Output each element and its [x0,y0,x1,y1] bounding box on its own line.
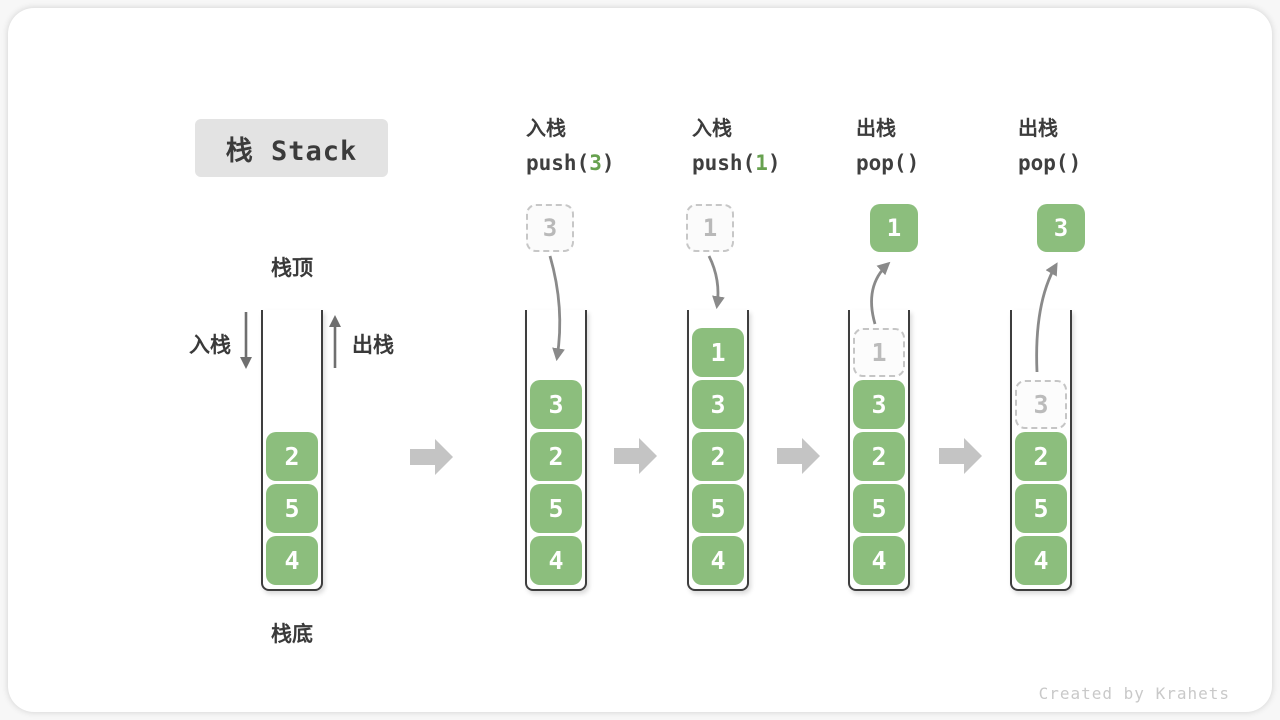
op-name-label: 出栈 [1018,118,1058,140]
arrows-overlay [240,255,1058,475]
op-header-push-1: 入栈 push(1) [692,116,852,176]
stack-cell: 5 [853,484,905,533]
push-side-label: 入栈 [189,334,231,357]
code-arg: 3 [589,151,602,175]
op-header-pop-3: 出栈 pop() [1018,116,1178,176]
float-value-incoming-1: 1 [686,204,734,252]
stack-top-label: 栈顶 [271,257,313,280]
op-code-label: pop() [1018,150,1178,176]
code-pre: pop() [856,151,920,175]
op-name-label: 入栈 [692,118,732,140]
stack-cell: 2 [530,432,582,481]
float-value-popped-1: 1 [870,204,918,252]
op-header-pop-1: 出栈 pop() [856,116,1016,176]
stack-cell: 4 [530,536,582,585]
op-header-push-3: 入栈 push(3) [526,116,686,176]
op-name-label: 入栈 [526,118,566,140]
stack-cell: 3 [692,380,744,429]
step-chevron-arrow-icon [410,439,453,475]
stack-cell: 4 [1015,536,1067,585]
code-arg: 1 [755,151,768,175]
stack-cell: 2 [692,432,744,481]
code-post: ) [767,151,781,175]
stack-cell: 5 [1015,484,1067,533]
stack-container-initial: 2 5 4 [261,310,323,591]
stack-bottom-label: 栈底 [271,623,313,646]
float-value-incoming-3: 3 [526,204,574,252]
code-pre: push( [526,151,590,175]
stack-cell: 4 [692,536,744,585]
watermark-credit: Created by Krahets [1038,684,1230,703]
canvas-card: 栈 Stack 入栈 push(3) 入栈 push(1) 出栈 pop() 出… [8,8,1272,712]
stack-cell: 5 [692,484,744,533]
op-name-label: 出栈 [856,118,896,140]
diagram-title: 栈 Stack [195,119,388,177]
stack-cell: 5 [530,484,582,533]
code-pre: pop() [1018,151,1082,175]
step-chevron-arrow-icon [777,438,820,474]
step-chevron-arrow-icon [614,438,657,474]
stack-container-after-push-1: 1 3 2 5 4 [687,310,749,591]
code-post: ) [601,151,615,175]
float-value-popped-3: 3 [1037,204,1085,252]
stack-container-after-pop-1: 1 3 2 5 4 [848,310,910,591]
stack-cell: 3 [530,380,582,429]
stack-cell: 2 [1015,432,1067,481]
stack-cell: 2 [266,432,318,481]
op-code-label: push(3) [526,150,686,176]
step-chevron-arrow-icon [939,438,982,474]
stack-container-after-push-3: 3 2 5 4 [525,310,587,591]
stack-cell: 5 [266,484,318,533]
stack-cell: 4 [266,536,318,585]
stack-cell: 2 [853,432,905,481]
stack-cell: 1 [692,328,744,377]
op-code-label: push(1) [692,150,852,176]
stack-cell: 4 [853,536,905,585]
stack-container-after-pop-3: 3 2 5 4 [1010,310,1072,591]
code-pre: push( [692,151,756,175]
stack-cell-ghost: 1 [853,328,905,377]
pop-side-label: 出栈 [352,334,394,357]
push-flow-arrow-1-icon [707,255,725,310]
op-code-label: pop() [856,150,1016,176]
stack-cell-ghost: 3 [1015,380,1067,429]
stack-cell: 3 [853,380,905,429]
